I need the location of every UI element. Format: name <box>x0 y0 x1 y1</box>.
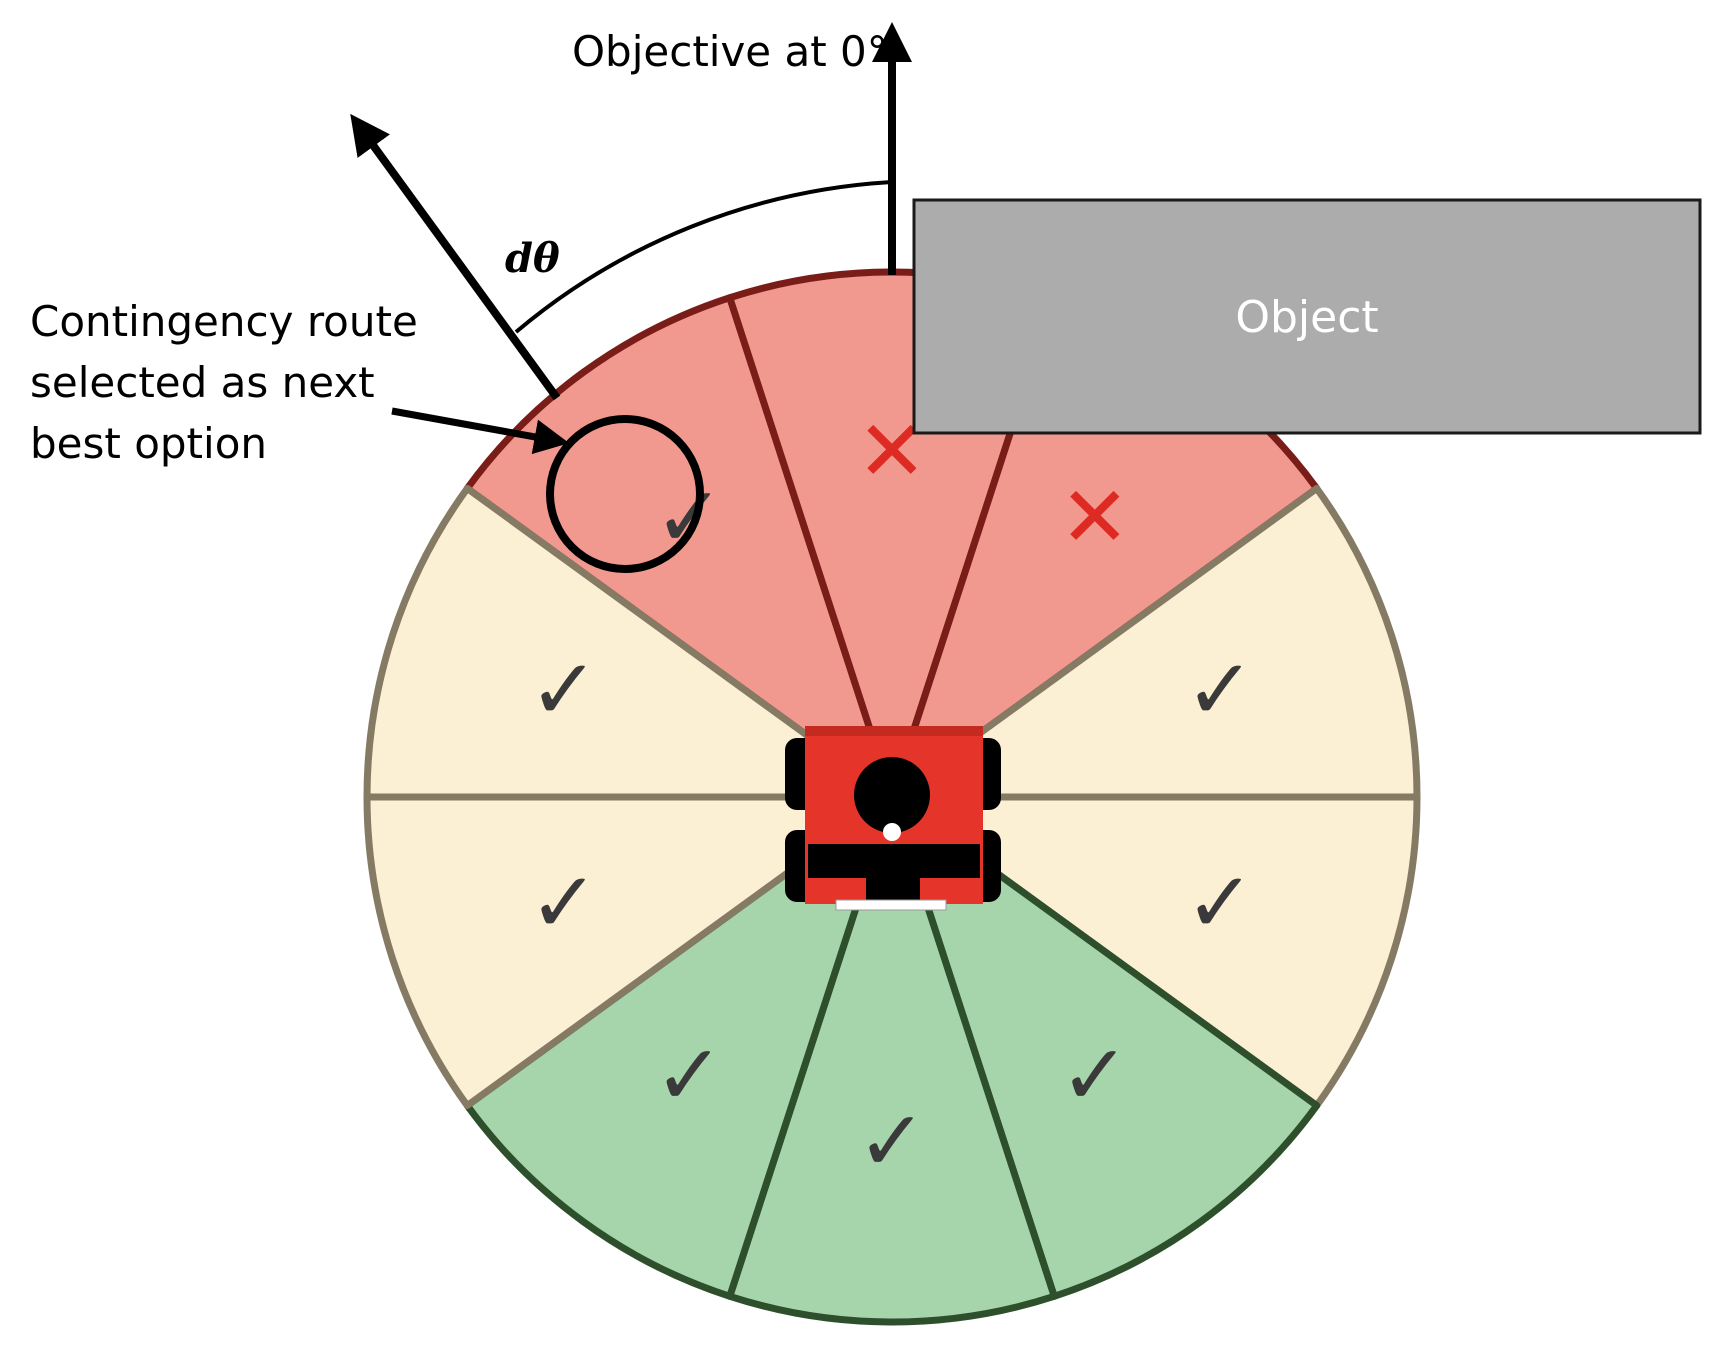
sector-clear-6 <box>888 793 1321 1300</box>
annotation-pointer-arrow <box>391 407 570 455</box>
contingency-heading-arrow <box>350 113 561 401</box>
contingency-label-line-2: selected as next <box>30 358 375 407</box>
contingency-label-line-3: best option <box>30 419 267 468</box>
check-icon-7: ✓ <box>857 1092 927 1190</box>
dtheta-label: dθ <box>505 235 560 282</box>
selection-circle <box>546 415 704 573</box>
object-obstacle <box>912 198 1702 435</box>
robot-rear-mount <box>866 866 920 904</box>
dtheta-arc <box>514 180 893 334</box>
check-icon-9: ✓ <box>529 854 599 952</box>
contingency-label-line-1: Contingency route <box>30 297 418 346</box>
sector-caution-10 <box>363 484 896 801</box>
check-icon-10: ✓ <box>529 640 599 738</box>
check-icon-5: ✓ <box>1185 854 1255 952</box>
robot-sensor-lens <box>883 823 901 841</box>
object-label: Object <box>1235 292 1378 343</box>
sector-caution-4 <box>888 484 1421 801</box>
check-icon-6: ✓ <box>1060 1026 1130 1124</box>
robot <box>785 726 1001 911</box>
sector-marks: ✓✕✕✓✓✓✓✓✓✓ <box>529 402 1256 1190</box>
objective-label: Objective at 0° <box>572 27 888 76</box>
robot-sensor-dome <box>854 757 930 833</box>
check-icon-8: ✓ <box>654 1026 724 1124</box>
sector-clear-8 <box>463 793 896 1300</box>
check-icon-1: ✓ <box>654 468 724 566</box>
check-icon-4: ✓ <box>1185 640 1255 738</box>
cross-icon-3: ✕ <box>1060 468 1130 566</box>
robot-bumper <box>835 899 947 911</box>
sector-caution-9 <box>363 793 896 1110</box>
robot-front-edge <box>805 726 983 736</box>
sector-caution-5 <box>888 793 1421 1110</box>
sector-clear-7 <box>726 793 1058 1326</box>
